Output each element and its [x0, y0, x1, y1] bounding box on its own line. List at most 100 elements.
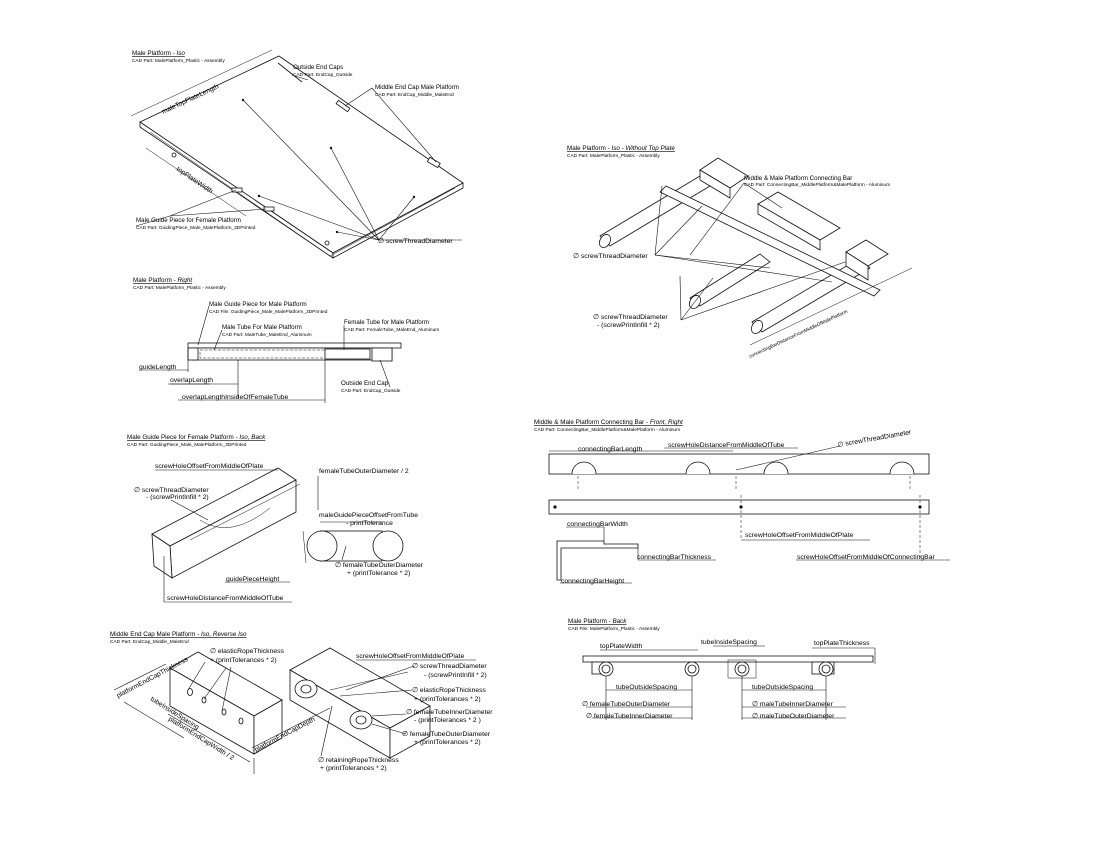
label-male-tube-cad: CAD Part: MaleTube_MaleEnd_Aluminum	[222, 332, 312, 338]
label-middle-end-cap-cad: CAD Part: EndCap_Middle_MaleEnd	[375, 92, 454, 98]
groove	[329, 671, 409, 691]
top-plate-edge-right	[332, 182, 464, 259]
dim-bar-width: connectingBarWidth	[567, 521, 628, 528]
label-middle-end-cap: Middle End Cap Male Platform	[375, 84, 459, 91]
tube-socket-a-inner	[300, 684, 312, 694]
dim-width-line	[145, 147, 247, 217]
dim-offset-bar: screwHoleOffsetFromMiddleOfConnectingBar	[797, 554, 935, 561]
view-without-top-plate: Male Platform - Iso - Without Top Plate …	[567, 145, 913, 360]
label-outside-end-cap-cad: CAD Part: EndCap_Outside	[341, 388, 401, 394]
view-male-platform-back: Male Platform - Back CAD File: MalePlatf…	[568, 618, 876, 720]
bar-tube-cutouts	[571, 461, 915, 475]
dim-screw-infill: - (screwPrintInfill * 2)	[424, 672, 487, 679]
guide-piece	[187, 347, 199, 361]
guide-groove	[199, 507, 271, 528]
cap-side	[253, 699, 283, 755]
dim-bar-thickness: connectingBarThickness	[637, 554, 712, 561]
view2-cad: CAD Part: MalePlatform_Plastic - Assembl…	[567, 153, 660, 159]
dim-guide-piece-height: guidePieceHeight	[226, 576, 279, 583]
label-screw-thread-diameter: ∅ screwThreadDiameter	[573, 253, 648, 260]
label-female-tube-cad: CAD Part: FemaleTube_MaleEnd_Aluminum	[344, 327, 439, 333]
view7-cad: CAD File: MalePlatform_Plastic - Assembl…	[568, 626, 660, 632]
label-guide-male-platform: Male Guide Piece for Male Platform	[209, 301, 307, 308]
end-cap-right	[426, 156, 441, 169]
tube-left-section	[306, 530, 338, 562]
dim-tube-outside-spacing-right: tubeOutsideSpacing	[752, 684, 813, 691]
view1-cad: CAD Part: MalePlatform_Plastic - Assembl…	[132, 58, 225, 64]
dim-female-tube-od-half: femaleTubeOuterDiameter / 2	[319, 468, 409, 475]
tube-socket-b-inner	[355, 715, 367, 725]
dim-female-outer: ∅ femaleTubeOuterDiameter	[402, 731, 491, 738]
connecting-bar	[659, 185, 881, 297]
dim-elastic-rope-2: ∅ elasticRopeThickness	[412, 687, 487, 694]
female-tube	[324, 348, 371, 360]
tube-end	[599, 234, 611, 248]
view4-title: Male Guide Piece for Female Platform - I…	[127, 434, 266, 441]
end-block-side	[699, 169, 731, 199]
guide-piece-a	[231, 187, 243, 193]
dim-tube-inside-spacing: tubeInsideSpacing	[701, 639, 757, 646]
dim-top-plate-thickness: topPlateThickness	[814, 640, 870, 647]
label-guide-piece-cad: CAD Part: GuidingPiece_Male_MalePlatform…	[136, 225, 256, 231]
dim-female-inner-tol: - (printTolerances * 2 )	[414, 717, 481, 724]
dim-screw-infill: - (screwPrintInfill * 2)	[146, 494, 209, 501]
label-outside-end-cap: Outside End Cap	[341, 380, 389, 387]
dim-tick	[302, 530, 307, 564]
label-guide-piece: Male Guide Piece for Female Platform	[136, 217, 241, 224]
dim-retaining-rope: ∅ retainingRopeThickness	[318, 757, 399, 764]
dim-top-plate-width: topPlateWidth	[600, 643, 643, 650]
label-guide-cad: CAD File: GuidingPiece_Male_MalePlatform…	[209, 309, 328, 315]
dim-screw-thread: ∅ screwThreadDiameter	[412, 663, 487, 670]
dim-elastic-tol: + (printTolerances * 2)	[210, 657, 277, 664]
view7-title: Male Platform - Back	[568, 618, 627, 625]
dim-male-tube-od: ∅ maleTubeOuterDiameter	[752, 713, 835, 720]
dim-bar-length: connectingBarLength	[578, 446, 642, 453]
dim-tube-outside-spacing-left: tubeOutsideSpacing	[616, 684, 677, 691]
end-block-side	[845, 251, 869, 281]
dim-length-line	[130, 49, 273, 117]
dim-screw-hole-offset: screwHoleOffsetFromMiddleOfPlate	[356, 653, 465, 660]
middle-end-cap	[335, 99, 351, 113]
dim-screw-hole-distance: screwHoleDistanceFromMiddleOfTube	[167, 595, 284, 602]
tube-left	[599, 175, 711, 247]
dim-elastic-rope: ∅ elasticRopeThickness	[210, 648, 285, 655]
label-male-tube: Male Tube For Male Platform	[222, 324, 302, 331]
view-guide-piece-iso-back: Male Guide Piece for Female Platform - I…	[127, 434, 424, 603]
view-male-platform-iso: Male Platform - Iso CAD Part: MalePlatfo…	[130, 49, 464, 259]
underside-tube-line	[149, 131, 456, 257]
dim-overlap-inside: overlapLengthInsideOfFemaleTube	[182, 394, 289, 401]
label-screw-thread-diameter-infill: ∅ screwThreadDiameter	[593, 314, 668, 321]
dim-female-tube-id: ∅ femaleTubeInnerDiameter	[586, 713, 673, 720]
view3-cad: CAD Part: MalePlatform_Plastic - Assembl…	[133, 285, 226, 291]
tube-end	[751, 320, 763, 334]
bar-profile	[556, 540, 639, 581]
top-plate-side	[187, 342, 402, 349]
view-connecting-bar: Middle & Male Platform Connecting Bar - …	[534, 419, 950, 585]
tube-end-a	[171, 152, 177, 158]
view3-title: Male Platform - Right	[133, 277, 192, 284]
dim-female-inner: ∅ femaleTubeInnerDiameter	[406, 709, 493, 716]
view2-title: Male Platform - Iso - Without Top Plate	[567, 145, 675, 152]
view6-cad: CAD Part: EndCap_Middle_MaleEnd	[110, 639, 189, 645]
tube-end-b	[324, 240, 330, 246]
dim-offset-plate: screwHoleOffsetFromMiddleOfPlate	[745, 532, 854, 539]
bar-top	[548, 499, 930, 515]
dim-elastic-tol-2: + (printTolerances * 2)	[414, 696, 481, 703]
outside-end-cap	[277, 62, 303, 83]
dim-bar-height: connectingBarHeight	[561, 578, 624, 585]
label-outside-end-caps-cad: CAD Part: EndCap_Outside	[293, 72, 353, 78]
dim-female-tube-od-tol: + (printTolerance * 2)	[347, 570, 410, 577]
dim-screw-hole-distance: screwHoleDistanceFromMiddleOfTube	[668, 442, 785, 449]
view1-title: Male Platform - Iso	[132, 50, 185, 57]
view4-cad: CAD Part: GuidingPiece_Male_MalePlatform…	[127, 442, 247, 448]
dim-male-tube-id: ∅ maleTubeInnerDiameter	[752, 701, 834, 708]
label-connecting-bar: Middle & Male Platform Connecting Bar	[744, 175, 852, 182]
label-female-tube: Female Tube for Male Platform	[344, 319, 429, 326]
dim-female-outer-tol: + (printTolerances * 2)	[414, 739, 481, 746]
dim-guide-length: guideLength	[139, 364, 177, 371]
view-male-platform-right: Male Platform - Right CAD Part: MalePlat…	[133, 277, 439, 403]
label-outside-end-caps: Outside End Caps	[293, 64, 343, 71]
view5-cad: CAD Part: ConnectingBar_MiddlePlatform&M…	[534, 427, 680, 433]
dim-retaining-tol: + (printTolerances * 2)	[320, 765, 387, 772]
